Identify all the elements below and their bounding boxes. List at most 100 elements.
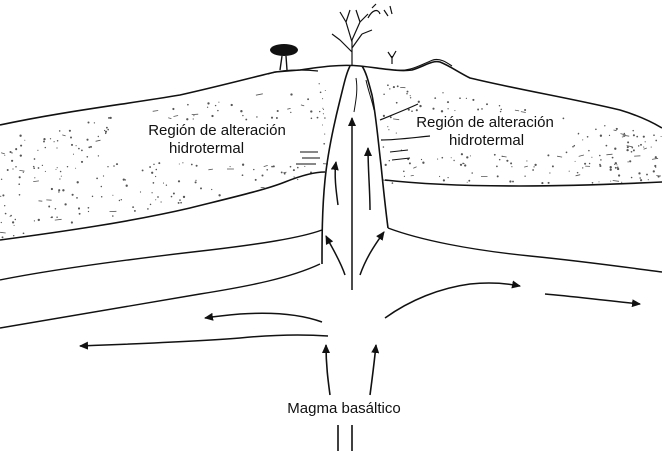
stipple-dot <box>389 160 390 161</box>
stipple-dot <box>23 172 24 173</box>
stipple-dot <box>599 165 601 167</box>
stipple-dash <box>55 219 62 220</box>
stipple-dot <box>627 146 629 148</box>
stipple-dot <box>640 179 642 181</box>
stipple-dot <box>615 167 617 169</box>
stipple-dot <box>389 88 390 89</box>
stipple-dash <box>0 232 6 233</box>
stipple-dot <box>645 141 646 142</box>
stipple-dot <box>48 206 50 208</box>
stipple-dash <box>1 153 5 154</box>
stipple-dot <box>43 141 45 143</box>
stipple-dash <box>644 148 647 149</box>
right-alteration-region-label: Región de alteración hidrotermal <box>405 114 565 150</box>
stipple-dot <box>112 195 113 196</box>
stipple-dash <box>283 172 286 173</box>
stipple-dot <box>15 219 16 220</box>
stipple-dot <box>610 169 612 171</box>
stipple-dot <box>643 147 644 148</box>
stipple-dot <box>618 174 620 176</box>
stipple-dot <box>15 166 17 168</box>
stipple-dot <box>392 182 394 184</box>
stipple-dot <box>81 161 83 163</box>
stipple-dot <box>182 162 183 163</box>
stipple-dot <box>447 108 448 109</box>
stipple-dot <box>633 134 635 136</box>
stipple-dot <box>621 182 622 183</box>
stipple-dot <box>178 180 180 182</box>
stipple-dot <box>261 174 263 176</box>
stipple-dot <box>87 121 89 123</box>
stipple-dot <box>277 110 279 112</box>
stipple-dot <box>617 164 618 165</box>
stipple-dot <box>569 171 570 172</box>
stipple-dot <box>460 164 462 166</box>
stipple-dot <box>106 127 108 129</box>
stipple-dot <box>56 147 57 148</box>
stipple-dot <box>171 196 173 198</box>
stipple-dot <box>470 155 471 156</box>
stipple-dot <box>51 188 53 190</box>
stipple-dot <box>123 178 125 180</box>
stipple-dot <box>73 154 74 155</box>
stipple-dot <box>153 182 155 184</box>
stipple-dot <box>9 151 11 153</box>
stipple-dot <box>163 183 164 184</box>
stipple-dot <box>496 166 498 168</box>
stipple-dot <box>61 176 62 177</box>
stipple-dot <box>155 176 156 177</box>
stipple-dot <box>320 91 322 93</box>
stipple-dot <box>160 201 161 202</box>
stipple-dot <box>600 159 602 161</box>
stipple-dot <box>655 140 657 142</box>
stipple-dot <box>20 145 22 147</box>
stipple-dot <box>526 160 527 161</box>
stipple-dot <box>506 160 508 162</box>
stipple-dot <box>173 193 175 195</box>
stipple-dot <box>307 98 309 100</box>
stipple-dot <box>643 136 645 138</box>
stipple-dot <box>290 166 292 168</box>
stipple-dash <box>411 175 414 176</box>
stipple-dash <box>256 94 263 95</box>
stipple-dash <box>301 105 304 106</box>
stipple-dot <box>497 175 499 177</box>
stipple-dot <box>50 138 51 139</box>
stipple-dot <box>140 191 141 192</box>
right-layer-boundary <box>385 180 662 186</box>
stipple-dot <box>468 180 470 182</box>
conduit-arrow-low-left <box>326 236 345 275</box>
stipple-dot <box>453 160 454 161</box>
stipple-dot <box>1 222 2 223</box>
stipple-dot <box>155 199 156 200</box>
stipple-dot <box>304 166 305 167</box>
left-region-line1: Región de alteración <box>117 122 317 140</box>
stipple-dot <box>582 139 583 140</box>
stipple-dot <box>464 164 466 166</box>
stipple-dot <box>211 189 212 190</box>
lateral-arrow-right <box>385 283 520 318</box>
stipple-dash <box>393 119 399 120</box>
stipple-dot <box>459 97 461 99</box>
stipple-dot <box>323 113 324 114</box>
stipple-dot <box>410 95 411 96</box>
stipple-dot <box>655 156 657 158</box>
stipple-dot <box>196 165 198 167</box>
conduit-arrow-right <box>368 148 370 210</box>
stipple-dot <box>147 208 149 210</box>
stipple-dot <box>157 196 159 198</box>
stipple-dash <box>521 112 526 113</box>
stipple-dot <box>23 232 25 234</box>
stipple-dot <box>218 102 219 103</box>
stipple-dot <box>290 93 292 95</box>
stipple-dot <box>55 208 57 210</box>
stipple-dot <box>461 153 463 155</box>
stipple-dot <box>547 154 549 156</box>
stipple-dot <box>54 141 55 142</box>
stipple-dot <box>598 181 599 182</box>
stipple-dot <box>101 196 103 198</box>
stipple-dot <box>499 159 501 161</box>
stipple-dot <box>477 109 479 111</box>
stipple-dot <box>121 199 122 200</box>
stipple-dot <box>195 181 197 183</box>
